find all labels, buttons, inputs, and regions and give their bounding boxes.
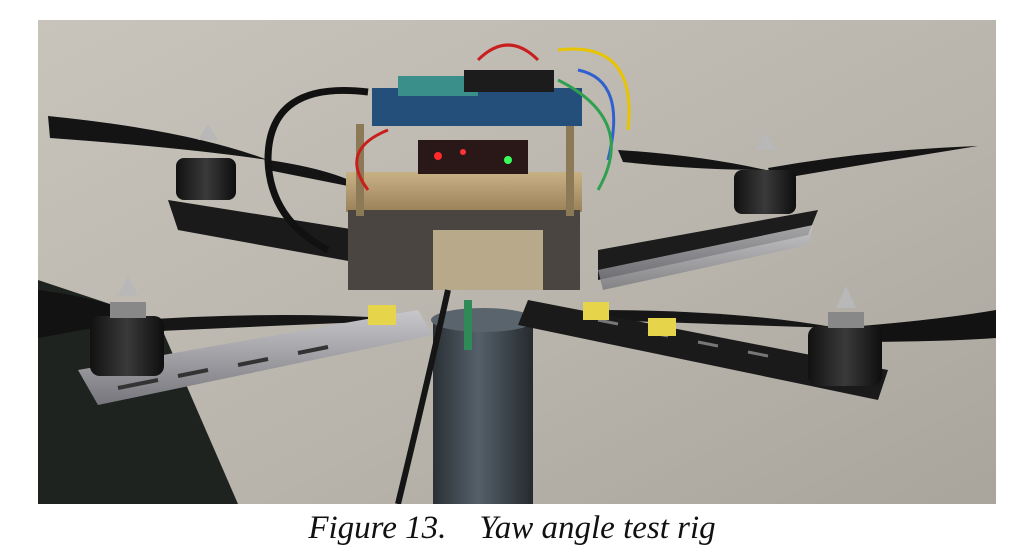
red-led: [434, 152, 442, 160]
front-right-propeller-inner: [598, 310, 838, 328]
standoff-left: [356, 124, 364, 216]
front-right-prop-hub: [828, 312, 864, 328]
standoff-right: [566, 124, 574, 216]
back-right-propeller-inner: [618, 150, 766, 170]
front-left-yellow-tape: [368, 305, 396, 325]
support-pole: [433, 320, 533, 504]
test-rig-photo: [38, 20, 996, 504]
back-right-propeller: [768, 146, 978, 180]
back-left-prop-nut: [198, 124, 218, 140]
header-pins: [464, 70, 554, 92]
wire-red-2: [355, 128, 389, 191]
cable-down: [395, 289, 451, 504]
pole-top: [431, 308, 535, 332]
back-right-arm-silver: [598, 225, 813, 290]
front-left-propeller-blade: [138, 315, 418, 332]
usb-cable: [264, 86, 369, 254]
front-right-prop-nut: [836, 286, 856, 308]
figure-caption: Figure 13. Yaw angle test rig: [308, 510, 716, 546]
wire-green: [557, 78, 613, 191]
back-left-arm: [168, 200, 398, 270]
wire-yellow: [557, 47, 631, 131]
wire-red: [476, 43, 540, 62]
red-led-2: [460, 149, 466, 155]
front-left-arm-cutouts: [117, 345, 329, 390]
back-right-prop-nut: [756, 132, 776, 150]
back-left-propeller-tip: [268, 160, 368, 190]
front-right-motor: [808, 326, 882, 386]
test-rig-photo-drawing: [38, 20, 996, 504]
back-left-motor: [176, 158, 236, 200]
front-right-yellow-tape-2: [648, 318, 676, 336]
front-left-arm: [78, 310, 433, 405]
green-led: [504, 156, 512, 164]
front-left-propeller: [38, 290, 138, 338]
front-right-arm: [518, 300, 888, 400]
wooden-plate: [346, 172, 582, 212]
front-right-yellow-tape-1: [583, 302, 609, 320]
back-right-motor: [734, 170, 796, 214]
front-left-motor: [90, 316, 164, 376]
back-left-propeller: [48, 116, 268, 160]
tape-bundle: [433, 230, 543, 290]
front-left-prop-nut: [118, 276, 138, 296]
shield-board: [398, 76, 478, 96]
front-left-prop-hub: [110, 302, 146, 318]
